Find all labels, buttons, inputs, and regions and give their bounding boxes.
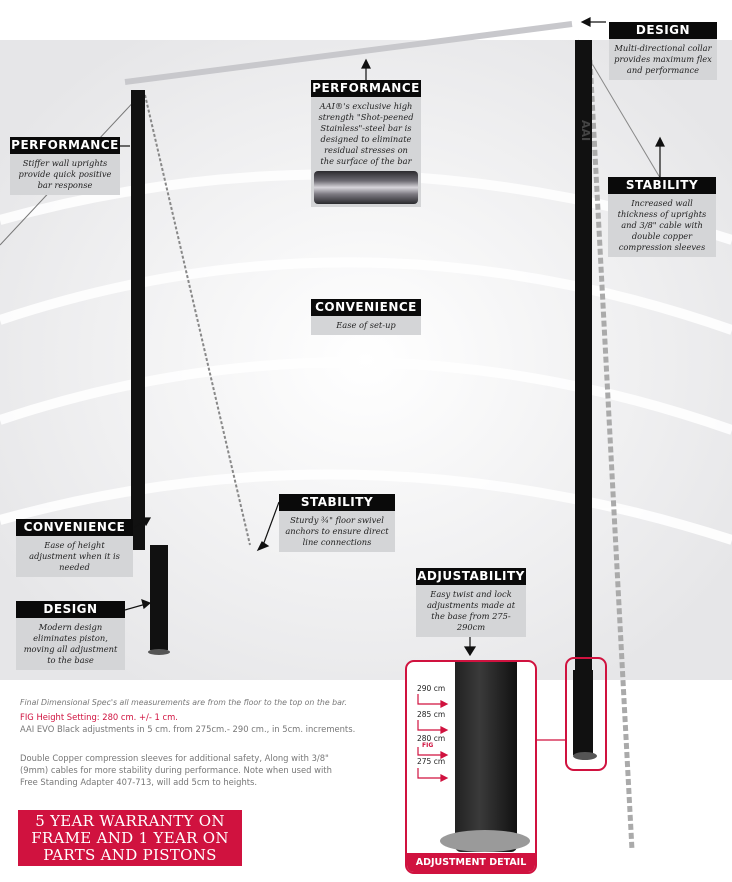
callout-title: ADJUSTABILITY <box>416 568 526 585</box>
callout-title: STABILITY <box>279 494 395 511</box>
callout-text: Increased wall thickness of uprights and… <box>617 198 707 252</box>
left-upright <box>131 90 145 550</box>
callout-title: PERFORMANCE <box>311 80 421 97</box>
callout-text: Easy twist and lock adjustments made at … <box>426 589 516 632</box>
height-mark-285: 285 cm <box>417 710 446 719</box>
height-mark-280: 280 cm <box>417 734 446 743</box>
callout-text: Ease of height adjustment when it is nee… <box>29 540 120 572</box>
copper-spec: Double Copper compression sleeves for ad… <box>20 753 332 787</box>
base-tube-photo <box>455 662 517 852</box>
adjustment-spec: AAI EVO Black adjustments in 5 cm. from … <box>20 724 356 734</box>
callout-title: CONVENIENCE <box>16 519 133 536</box>
steel-bar-photo <box>314 171 418 204</box>
warranty-banner: 5 YEAR WARRANTY ON FRAME AND 1 YEAR ON P… <box>18 810 242 866</box>
callout-text: AAI®'s exclusive high strength "Shot-pee… <box>318 101 414 166</box>
adjustment-detail: 290 cm 285 cm 280 cm FIG 275 cm ADJUSTME… <box>405 660 537 874</box>
pointer-arrows <box>120 17 665 741</box>
callout-text: Modern design eliminates piston, moving … <box>23 622 118 665</box>
height-mark-275: 275 cm <box>417 757 446 766</box>
chain-right <box>587 59 635 851</box>
callout-convenience-left: CONVENIENCE Ease of height adjustment wh… <box>16 519 133 577</box>
callout-text: Multi-directional collar provides maximu… <box>614 43 712 75</box>
callout-title: DESIGN <box>16 601 125 618</box>
right-upright <box>575 40 592 680</box>
high-bar <box>124 21 573 85</box>
left-upright-base <box>150 545 168 650</box>
callout-title: CONVENIENCE <box>311 299 421 316</box>
callout-convenience-center: CONVENIENCE Ease of set-up <box>311 299 421 335</box>
callout-performance-center: PERFORMANCE AAI®'s exclusive high streng… <box>311 80 421 207</box>
detail-caption: ADJUSTMENT DETAIL <box>407 853 535 872</box>
callout-stability-mid: STABILITY Sturdy ¾" floor swivel anchors… <box>279 494 395 552</box>
fig-label: FIG <box>422 742 434 749</box>
spec-note: Final Dimensional Spec's all measurement… <box>20 698 347 707</box>
callout-stability-right: STABILITY Increased wall thickness of up… <box>608 177 716 257</box>
callout-adjustability: ADJUSTABILITY Easy twist and lock adjust… <box>416 568 526 637</box>
height-arrows <box>417 694 449 782</box>
callout-text: Ease of set-up <box>336 320 396 330</box>
detail-highlight-box <box>565 657 607 771</box>
callout-text: Sturdy ¾" floor swivel anchors to ensure… <box>285 515 389 547</box>
callout-title: STABILITY <box>608 177 716 194</box>
callout-title: PERFORMANCE <box>10 137 120 154</box>
fig-height: FIG Height Setting: 280 cm. +/- 1 cm. <box>20 712 178 722</box>
callout-performance-left: PERFORMANCE Stiffer wall uprights provid… <box>10 137 120 195</box>
callout-design-left: DESIGN Modern design eliminates piston, … <box>16 601 125 670</box>
callout-design-top: DESIGN Multi-directional collar provides… <box>609 22 717 80</box>
height-mark-290: 290 cm <box>417 684 446 693</box>
upright-logo: AAI <box>579 120 592 142</box>
callout-text: Stiffer wall uprights provide quick posi… <box>18 158 112 190</box>
callout-title: DESIGN <box>609 22 717 39</box>
chain-left <box>144 94 251 546</box>
